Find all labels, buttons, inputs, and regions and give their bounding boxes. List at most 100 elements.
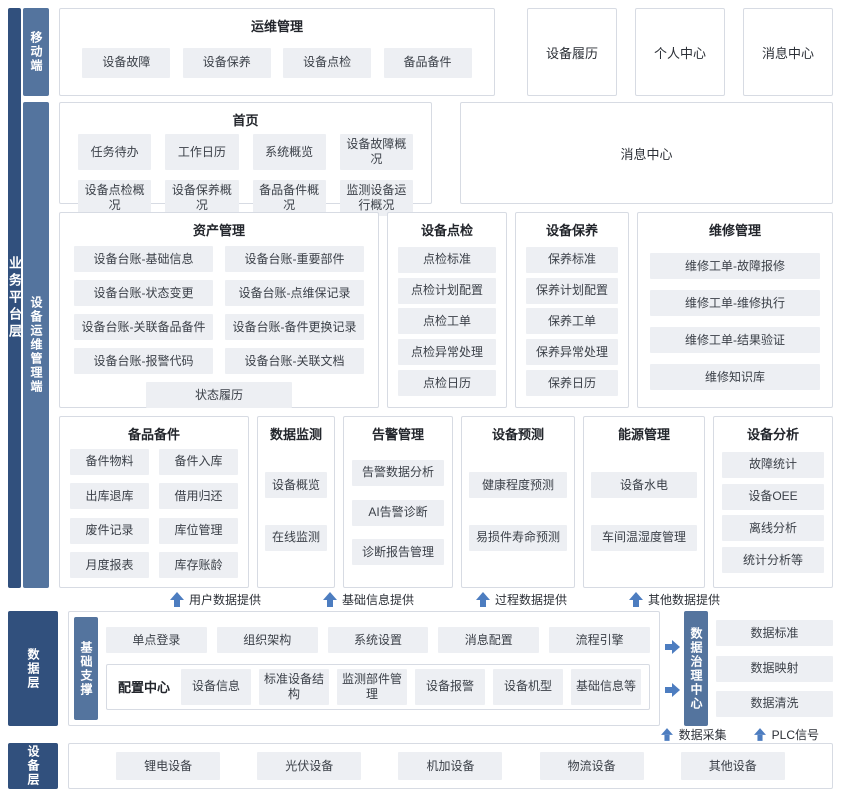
module-chip: 设备点检概况 [78,180,152,216]
module-chip: 单点登录 [106,627,207,654]
panel-ops-management: 运维管理 设备故障设备保养设备点检备品备件 [59,8,495,96]
data-layer-section: 数据层 基础支撑 单点登录组织架构系统设置消息配置流程引擎 配置中心 设备信息标… [8,611,833,726]
device-chip: 光伏设备 [257,752,362,780]
module-chip: 库存账龄 [159,552,238,579]
flow-user-data: 用户数据提供 [170,591,261,608]
flow-process-data: 过程数据提供 [476,591,567,608]
governance-arrows [660,611,684,726]
right-arrow-icon [664,640,680,654]
module-chip: AI告警诊断 [352,499,444,526]
module-chip: 点检计划配置 [398,277,496,304]
module-chip: 保养计划配置 [526,277,618,304]
group-inspection: 设备点检 点检标准点检计划配置点检工单点检异常处理点检日历 [387,212,507,408]
module-chip: 任务待办 [78,134,152,170]
home-title: 首页 [232,113,259,128]
group-title: 设备保养 [545,223,598,238]
module-chip: 维修工单-结果验证 [650,327,820,353]
middle-groups-row: 资产管理 设备台账-基础信息设备台账-重要部件设备台账-状态变更设备台账-点维保… [59,212,833,408]
flow-plc-signal: PLC信号 [753,726,819,743]
group-repair-management: 维修管理 维修工单-故障报修维修工单-维修执行维修工单-结果验证维修知识库 [637,212,833,408]
base-support-bar: 基础支撑 [74,617,98,720]
module-chip: 离线分析 [722,515,824,542]
group-spare-parts: 备品备件 备件物料备件入库出库退库借用归还废件记录库位管理月度报表库存账龄 [59,416,249,588]
module-chip: 保养异常处理 [526,339,618,366]
module-chip: 设备保养 [182,47,271,78]
asset-items: 设备台账-基础信息设备台账-重要部件设备台账-状态变更设备台账-点维保记录设备台… [60,242,378,418]
data-governance-bar: 数据治理中心 [684,611,708,726]
business-platform-section: 业务平台层 移动端 运维管理 设备故障设备保养设备点检备品备件 设备履历 个人中… [7,8,833,588]
base-support-label: 基础支撑 [79,640,93,697]
group-title: 备品备件 [127,427,180,442]
module-chip: 设备报警 [415,668,485,705]
right-arrow-icon [664,683,680,697]
business-layer-bar: 业务平台层 [7,8,22,588]
panel-devices: 锂电设备光伏设备机加设备物流设备其他设备 [68,743,833,789]
data-governance-label: 数据治理中心 [689,626,703,711]
module-chip: 维修知识库 [650,364,820,390]
module-chip: 系统设置 [327,627,429,654]
up-arrow-icon [476,592,491,607]
governance-items: 数据标准数据映射数据清洗 [716,611,833,726]
module-chip: 状态履历 [146,382,292,408]
inspection-items: 点检标准点检计划配置点检工单点检异常处理点检日历 [388,242,506,407]
module-chip: 设备台账-基础信息 [74,246,213,272]
module-chip: 设备台账-关联文档 [225,348,364,374]
group-data-monitoring: 数据监测 设备概览在线监测 [257,416,335,588]
flow-label: 基础信息提供 [342,593,415,607]
business-layer-label: 业务平台层 [7,255,22,341]
module-chip: 诊断报告管理 [352,539,444,566]
module-chip: 设备水电 [591,472,697,499]
bottom-groups-row: 备品备件 备件物料备件入库出库退库借用归还废件记录库位管理月度报表库存账龄 数据… [59,416,833,588]
alarm-items: 告警数据分析 AI告警诊断诊断报告管理 [344,446,452,587]
group-energy-management: 能源管理 设备水电车间温湿度管理 [583,416,705,588]
base-support-content: 单点登录组织架构系统设置消息配置流程引擎 配置中心 设备信息标准设备结构监测部件… [106,617,654,720]
module-chip: 标准设备结构 [259,668,329,705]
module-chip: 统计分析等 [722,547,824,574]
module-chip: 设备台账-状态变更 [74,280,213,306]
module-chip: 告警数据分析 [352,459,444,486]
mobile-bar: 移动端 [23,8,49,96]
module-chip: 设备OEE [722,483,824,510]
module-chip: 设备台账-备件更换记录 [225,314,364,340]
module-chip: 设备点检 [283,47,372,78]
module-chip: 车间温湿度管理 [591,524,697,551]
flow-label: PLC信号 [771,728,819,742]
repair-items: 维修工单-故障报修维修工单-维修执行维修工单-结果验证维修知识库 [638,242,832,407]
module-chip: 在线监测 [265,524,327,551]
group-maintenance: 设备保养 保养标准保养计划配置保养工单保养异常处理保养日历 [515,212,629,408]
group-title: 设备分析 [746,427,799,442]
panel-personal-center: 个人中心 [635,8,725,96]
module-chip: 系统概览 [252,134,326,170]
ops-client-row: 设备运维管理端 首页 任务待办工作日历系统概览设备故障概况设备点检概况设备保养概… [23,102,833,588]
module-chip: 设备概览 [265,472,327,499]
module-chip: 备件入库 [159,448,238,475]
spare-parts-items: 备件物料备件入库出库退库借用归还废件记录库位管理月度报表库存账龄 [60,446,248,587]
panel-base-support: 基础支撑 单点登录组织架构系统设置消息配置流程引擎 配置中心 设备信息标准设备结… [68,611,660,726]
module-chip: 保养标准 [526,246,618,273]
module-chip: 备品备件概况 [252,180,326,216]
flow-label: 过程数据提供 [495,593,568,607]
config-center-box: 配置中心 设备信息标准设备结构监测部件管理设备报警设备机型基础信息等 [106,663,650,710]
module-chip: 设备台账-报警代码 [74,348,213,374]
module-chip: 设备机型 [493,668,563,705]
module-chip: 设备故障 [82,47,171,78]
energy-items: 设备水电车间温湿度管理 [584,446,704,587]
device-layer-label: 设备层 [26,745,40,787]
module-chip: 点检异常处理 [398,339,496,366]
device-layer-section: 设备层 锂电设备光伏设备机加设备物流设备其他设备 [8,743,833,789]
module-chip: 月度报表 [70,552,149,579]
up-arrow-icon [170,592,184,607]
group-device-analysis: 设备分析 故障统计设备OEE 离线分析统计分析等 [713,416,833,588]
module-chip: 废件记录 [70,517,149,544]
panel-home: 首页 任务待办工作日历系统概览设备故障概况设备点检概况设备保养概况备品备件概况监… [59,102,432,216]
base-support-top-items: 单点登录组织架构系统设置消息配置流程引擎 [106,627,650,654]
module-chip: 数据清洗 [716,690,833,717]
data-layer-bar: 数据层 [8,611,58,726]
flow-label: 其他数据提供 [648,593,721,607]
up-arrow-icon [753,728,766,741]
config-items: 设备信息标准设备结构监测部件管理设备报警设备机型基础信息等 [181,668,641,705]
group-title: 设备预测 [491,427,544,442]
module-chip: 故障统计 [722,451,824,478]
module-chip: 保养工单 [526,308,618,335]
mobile-label: 移动端 [29,31,43,73]
